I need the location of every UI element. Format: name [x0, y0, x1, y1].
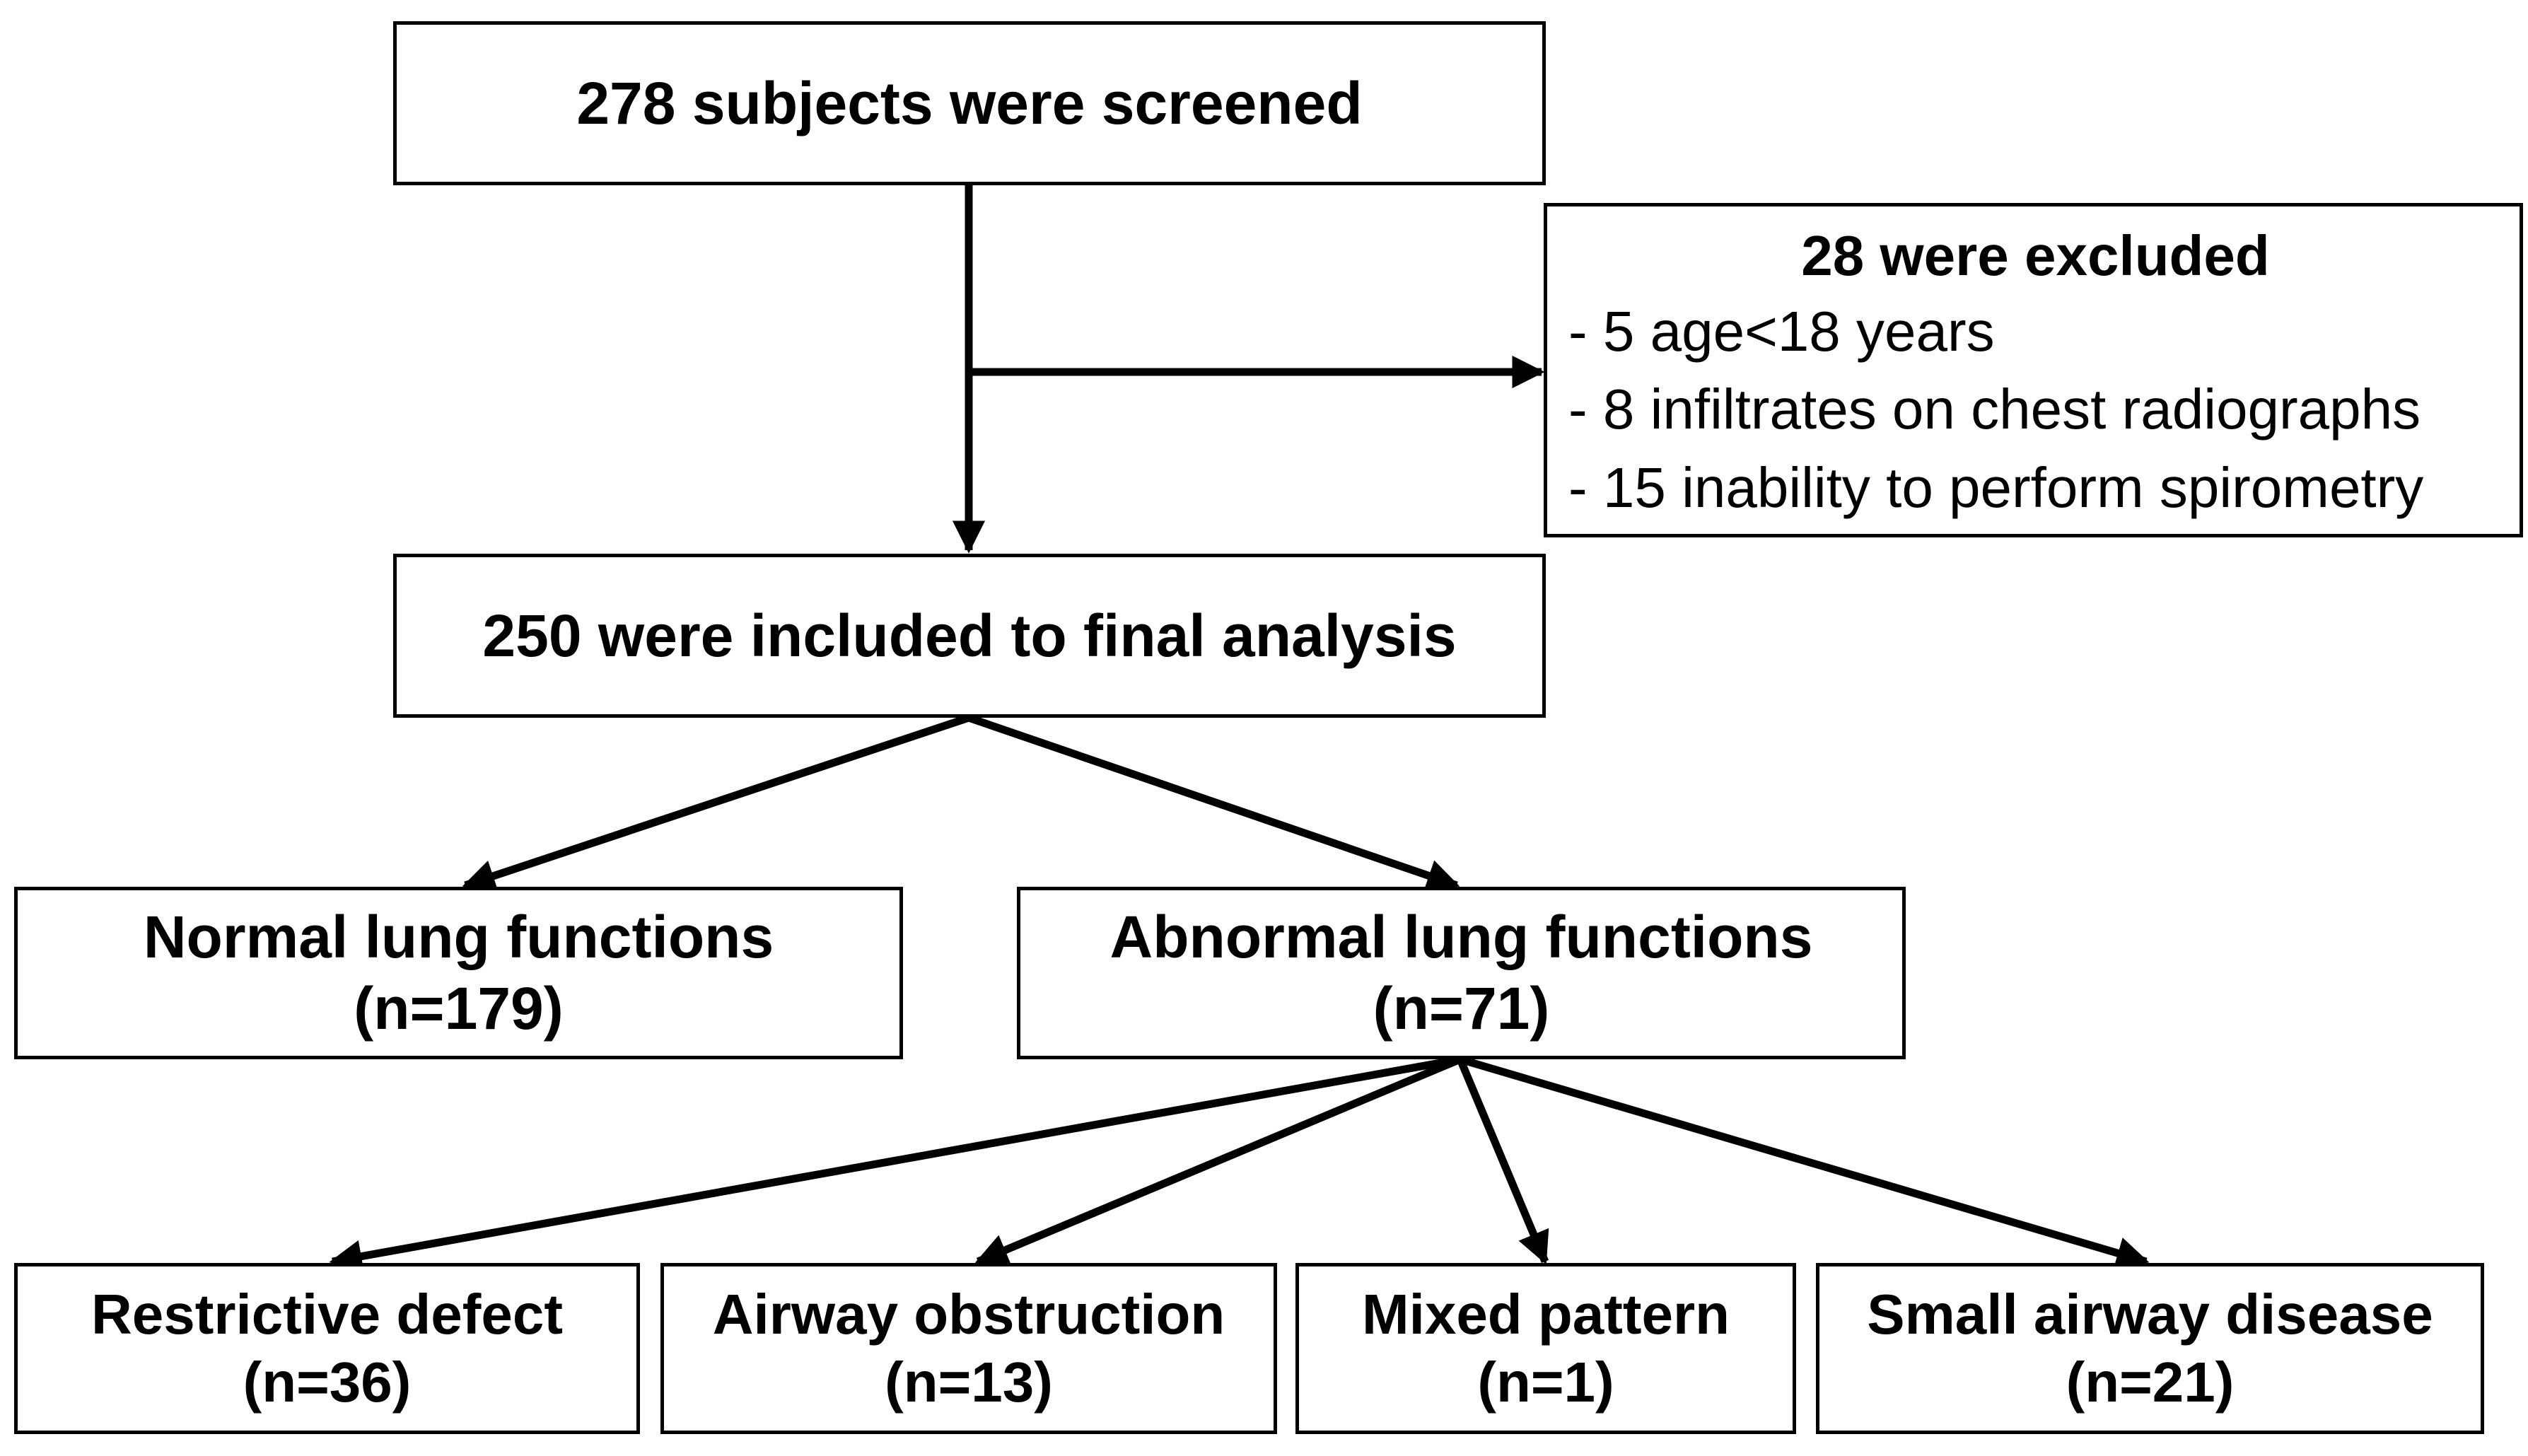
- normal-count: (n=179): [354, 975, 564, 1042]
- screened-text: 278 subjects were screened: [576, 69, 1363, 136]
- abnormal-count: (n=71): [1373, 975, 1550, 1042]
- airway-obstruction-count: (n=13): [885, 1351, 1053, 1414]
- restrictive-defect-box: Restrictive defect (n=36): [14, 1263, 640, 1434]
- restrictive-defect-label: Restrictive defect: [91, 1283, 563, 1346]
- restrictive-defect-count: (n=36): [243, 1351, 412, 1414]
- abnormal-box: Abnormal lung functions (n=71): [1017, 887, 1906, 1059]
- included-text: 250 were included to final analysis: [482, 602, 1457, 669]
- excluded-item-infiltrates: - 8 infiltrates on chest radiographs: [1568, 378, 2421, 441]
- mixed-pattern-box: Mixed pattern (n=1): [1295, 1263, 1796, 1434]
- arrow-included-to-normal: [462, 714, 970, 892]
- small-airway-disease-label: Small airway disease: [1867, 1283, 2433, 1346]
- excluded-box: 28 were excluded - 5 age<18 years - 8 in…: [1544, 203, 2523, 537]
- normal-label: Normal lung functions: [143, 904, 774, 971]
- small-airway-disease-count: (n=21): [2066, 1351, 2235, 1414]
- mixed-pattern-count: (n=1): [1477, 1351, 1614, 1414]
- mixed-pattern-label: Mixed pattern: [1361, 1283, 1730, 1346]
- excluded-item-spirometry: - 15 inability to perform spirometry: [1568, 455, 2424, 519]
- arrow-abnormal-to-mixed: [1456, 1057, 1549, 1265]
- small-airway-disease-box: Small airway disease (n=21): [1816, 1263, 2484, 1434]
- screened-box: 278 subjects were screened: [393, 21, 1546, 185]
- airway-obstruction-box: Airway obstruction (n=13): [660, 1263, 1277, 1434]
- excluded-title: 28 were excluded: [1801, 224, 2270, 287]
- normal-box: Normal lung functions (n=179): [14, 887, 903, 1059]
- arrow-abnormal-to-restrictive: [329, 1055, 1461, 1273]
- arrow-included-to-abnormal: [967, 714, 1460, 892]
- arrow-abnormal-to-small-airway: [1459, 1055, 2150, 1269]
- airway-obstruction-label: Airway obstruction: [712, 1283, 1225, 1346]
- abnormal-label: Abnormal lung functions: [1109, 904, 1813, 971]
- included-box: 250 were included to final analysis: [393, 554, 1546, 718]
- arrow-abnormal-to-obstruction: [974, 1055, 1462, 1266]
- excluded-item-age: - 5 age<18 years: [1568, 300, 1995, 363]
